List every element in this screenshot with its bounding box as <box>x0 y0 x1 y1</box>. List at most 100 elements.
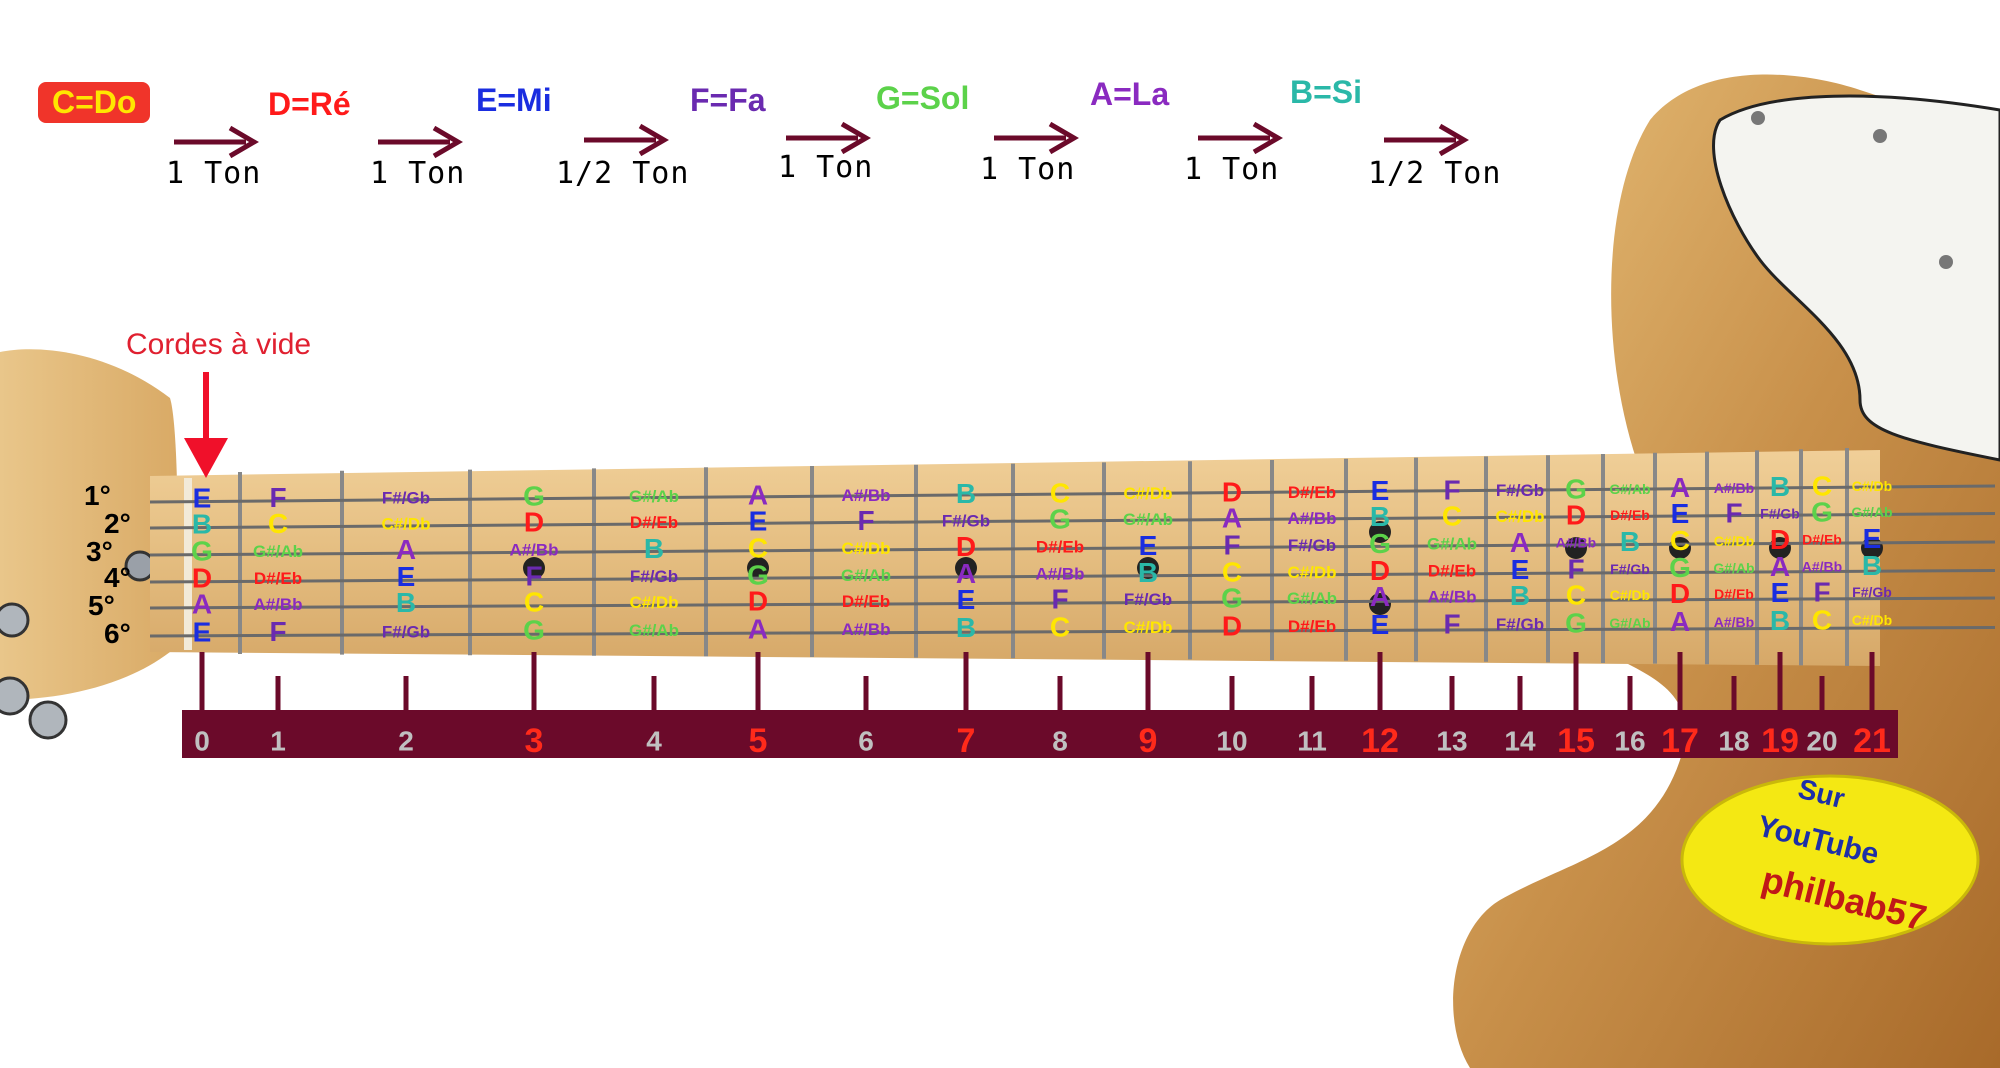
fret-note: A <box>748 479 768 510</box>
fret-marker-dot <box>1565 537 1587 559</box>
fret-note: F#/Gb <box>1852 584 1892 600</box>
fret-number: 11 <box>1297 725 1327 756</box>
fret-note: G <box>523 481 545 512</box>
badge-ellipse <box>1680 774 1980 946</box>
fret-note: A <box>1770 551 1790 582</box>
fret-number: 12 <box>1361 722 1399 760</box>
fret-note: C <box>748 532 768 563</box>
fret-note: B <box>1862 550 1882 581</box>
fret-number: 8 <box>1052 725 1068 756</box>
fret-note: F#/Gb <box>382 622 430 641</box>
fret-note: A#/Bb <box>509 541 558 560</box>
headstock <box>0 349 178 700</box>
fret-note: F#/Gb <box>1496 481 1544 500</box>
fret-note: C#/Db <box>1495 507 1544 526</box>
fret-note: G <box>1565 607 1587 638</box>
fret-marker-dot <box>747 557 769 579</box>
fret-note: D#/Eb <box>1288 483 1336 502</box>
fret-number: 3 <box>525 722 544 760</box>
fret-number: 16 <box>1614 725 1645 756</box>
fret-note: C#/Db <box>1123 484 1172 503</box>
arrow-icon <box>1198 121 1283 155</box>
fret-note: D#/Eb <box>842 592 890 611</box>
fret-note: A <box>956 558 976 589</box>
interval-label: 1/2 Ton <box>556 156 690 191</box>
fret-note: A#/Bb <box>841 486 890 505</box>
arrow-icon <box>174 125 259 159</box>
interval-label: 1 Ton <box>370 156 466 191</box>
fret-note: A#/Bb <box>253 595 302 614</box>
fret-note: C <box>1812 604 1832 635</box>
fret-note: B <box>1770 471 1790 502</box>
fret-number: 17 <box>1661 722 1699 760</box>
fret-note: C <box>1812 470 1832 501</box>
fret-marker-dot <box>1369 593 1391 615</box>
fret-note: A <box>192 588 212 619</box>
note-name-e: E=Mi <box>476 82 552 118</box>
fret-note: C <box>1050 612 1070 643</box>
fret-note: G#/Ab <box>1609 615 1650 631</box>
fret-note: F#/Gb <box>1288 536 1336 555</box>
fret-number: 5 <box>749 722 768 760</box>
note-name-a: A=La <box>1090 76 1170 112</box>
fret-note: D <box>1670 578 1690 609</box>
arrow-icon <box>1384 123 1469 157</box>
guitar-string <box>149 484 1996 504</box>
fret-note: D#/Eb <box>1288 617 1336 636</box>
fret-note: E <box>397 561 416 592</box>
fret-note: F <box>269 616 286 647</box>
fret-note: C#/Db <box>841 539 890 558</box>
fret-note: C <box>1566 579 1586 610</box>
fret-note: E <box>1371 609 1390 640</box>
fret-note: G <box>1049 504 1071 535</box>
fret-note: G#/Ab <box>1427 535 1477 554</box>
fret-note: F#/Gb <box>1760 505 1800 521</box>
youtube-badge: Sur YouTube philbab57 <box>1680 770 1990 950</box>
arrow-icon <box>994 121 1079 155</box>
fret-note: F <box>857 505 874 536</box>
fret-note: E <box>1139 530 1158 561</box>
note-name-f: F=Fa <box>690 82 766 118</box>
arrow-icon <box>378 125 463 159</box>
fret-number: 2 <box>398 725 414 756</box>
fret-note: C#/Db <box>381 514 430 533</box>
fret-note: G#/Ab <box>629 487 679 506</box>
fret-note: E <box>193 482 212 513</box>
arrow-icon <box>786 121 871 155</box>
fret-note: F <box>269 482 286 513</box>
fret-number: 10 <box>1216 725 1247 756</box>
interval-label: 1 Ton <box>778 150 874 185</box>
fret-note: A#/Bb <box>1714 614 1754 630</box>
note-name-d: D=Ré <box>268 86 351 122</box>
fret-note: C#/Db <box>1123 618 1172 637</box>
fret-note: G#/Ab <box>841 566 891 585</box>
fret-number: 4 <box>646 725 662 756</box>
fret-note: D <box>748 585 768 616</box>
fret-note: E <box>749 505 768 536</box>
fret-note: D#/Eb <box>630 513 678 532</box>
fret-number: 7 <box>957 722 976 760</box>
fret-marker-dot <box>523 557 545 579</box>
fret-note: C <box>1670 525 1690 556</box>
fret-note: D <box>1370 555 1390 586</box>
fret-note: C#/Db <box>1852 612 1892 628</box>
fret-note: B <box>396 587 416 618</box>
fret-note: E <box>1863 523 1882 554</box>
fret-note: D#/Eb <box>1610 507 1650 523</box>
fret-note: G#/Ab <box>629 621 679 640</box>
fret-note: F#/Gb <box>1496 615 1544 634</box>
fret-marker-dot <box>1669 537 1691 559</box>
fret-note: G <box>1669 552 1691 583</box>
fret-marker-dot <box>1369 521 1391 543</box>
note-name-c: C=Do <box>38 82 151 123</box>
fret-note: D#/Eb <box>1036 538 1084 557</box>
fret-note: A <box>1222 502 1242 533</box>
fret-note: A#/Bb <box>841 620 890 639</box>
fret-note: G <box>1811 496 1833 527</box>
fret-note: G#/Ab <box>1851 504 1892 520</box>
fret-note: G#/Ab <box>1609 481 1650 497</box>
arrow-icon <box>584 123 669 157</box>
fret-note: E <box>1771 577 1790 608</box>
fret-note: G <box>747 559 769 590</box>
fret-note: B <box>1370 501 1390 532</box>
